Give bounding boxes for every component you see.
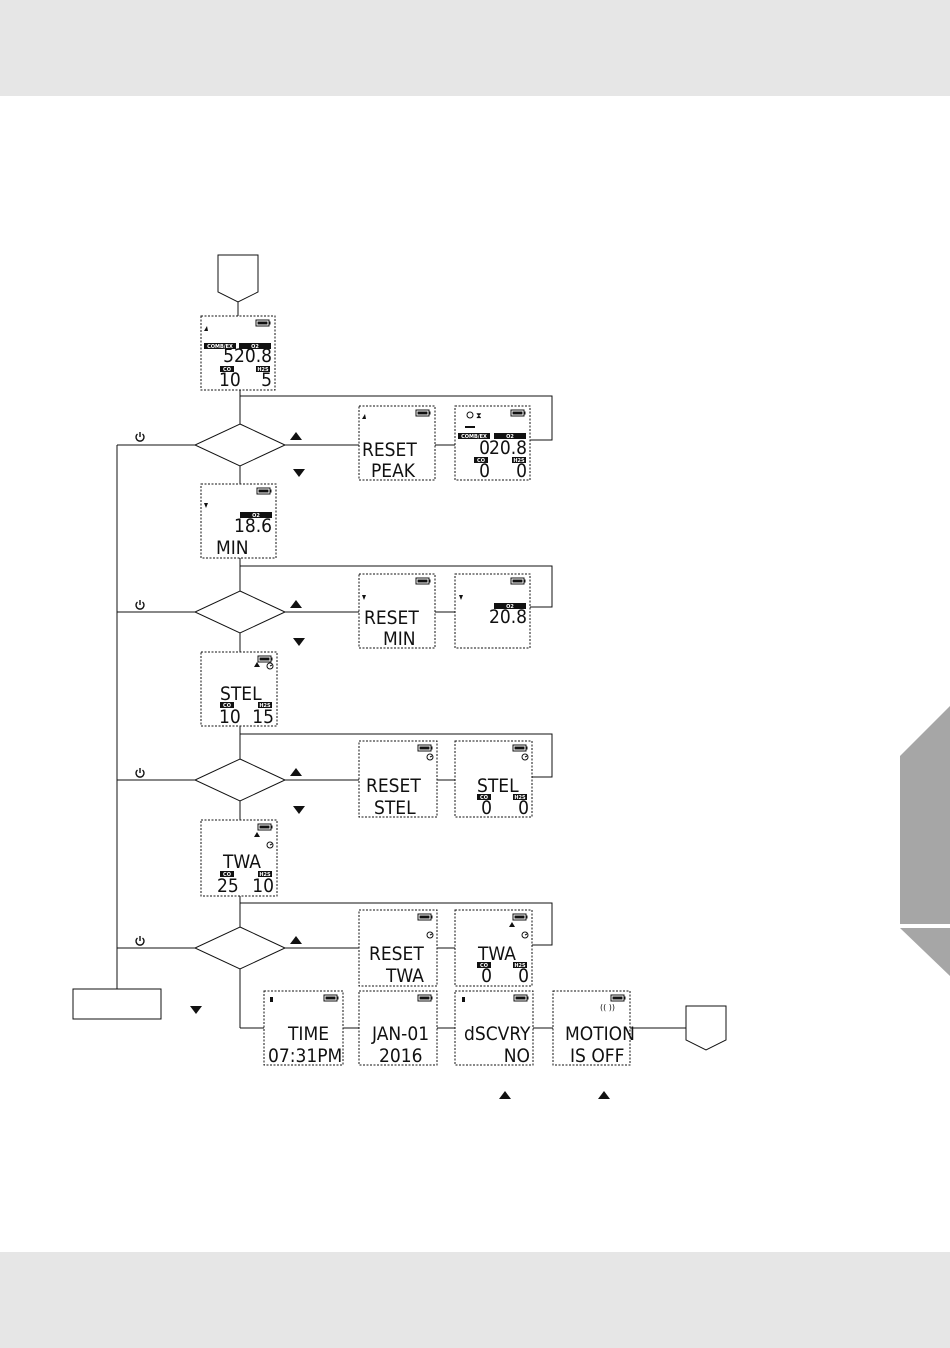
reset-twa-line1: RESET xyxy=(369,943,424,965)
reset-stel-line1: RESET xyxy=(366,775,421,797)
down-arrow-icon xyxy=(293,806,305,814)
reset-min-line2: MIN xyxy=(383,628,416,650)
o2-value: 20.8 xyxy=(489,437,527,459)
h2s-value: 15 xyxy=(252,706,274,728)
min-label: MIN xyxy=(216,537,249,559)
end-connector xyxy=(686,1006,726,1050)
start-connector xyxy=(218,255,258,302)
small-battery-icon xyxy=(270,997,273,1002)
power-icon xyxy=(136,600,144,609)
up-arrow-icon xyxy=(499,1091,511,1099)
reset-peak-line2: PEAK xyxy=(371,460,416,482)
lcd-peak-cleared: ⧗COMB/EXO2020.8COH2S00 xyxy=(455,406,530,482)
down-arrow-icon xyxy=(293,638,305,646)
combex-value: 5 xyxy=(223,345,234,367)
co-value: 0 xyxy=(481,965,492,987)
decision-diamond xyxy=(195,591,285,633)
o2-value: 18.6 xyxy=(234,515,272,537)
reset-peak-line1: RESET xyxy=(362,439,417,461)
return-box xyxy=(73,989,161,1019)
o2-value: 20.8 xyxy=(489,606,527,628)
co-value: 25 xyxy=(217,875,239,897)
h2s-value: 0 xyxy=(516,460,527,482)
reset-min-line1: RESET xyxy=(364,607,419,629)
date-line2: 2016 xyxy=(379,1045,423,1067)
stel-title: STEL xyxy=(220,683,262,705)
co-value: 0 xyxy=(481,797,492,819)
down-arrow-icon xyxy=(190,1006,202,1014)
up-arrow-icon xyxy=(598,1091,610,1099)
lcd-twa-cleared: TWACOH2S00 xyxy=(455,910,532,987)
time-line1: TIME xyxy=(287,1023,329,1045)
lcd-main-readings: COMB/EXO2520.8COH2S105 xyxy=(201,316,275,391)
motion-line1: MOTION xyxy=(565,1023,635,1045)
decision-diamond xyxy=(195,759,285,801)
time-line2: 07:31PM xyxy=(268,1045,342,1067)
co-value: 10 xyxy=(219,706,241,728)
up-arrow-icon xyxy=(290,600,302,608)
co-value: 0 xyxy=(479,460,490,482)
small-battery-icon xyxy=(462,997,465,1002)
power-icon xyxy=(136,768,144,777)
up-arrow-icon xyxy=(290,768,302,776)
h2s-value: 0 xyxy=(518,797,529,819)
motion-line2: IS OFF xyxy=(570,1045,624,1067)
date-line1: JAN-01 xyxy=(371,1023,429,1045)
co-value: 10 xyxy=(219,369,241,391)
lcd-reset-twa: RESETTWA xyxy=(359,910,437,987)
decision-diamond xyxy=(195,424,285,466)
hourglass-icon: ⧗ xyxy=(476,411,482,420)
up-arrow-icon xyxy=(290,432,302,440)
lcd-stel-cleared: STELCOH2S00 xyxy=(455,741,532,819)
discovery-line1: dSCVRY xyxy=(464,1023,531,1045)
power-icon xyxy=(136,936,144,945)
reset-stel-line2: STEL xyxy=(374,797,416,819)
h2s-value: 5 xyxy=(261,369,272,391)
vibrate-icon: (( )) xyxy=(600,1003,615,1012)
h2s-value: 10 xyxy=(252,875,274,897)
up-arrow-icon xyxy=(290,936,302,944)
down-arrow-icon xyxy=(293,469,305,477)
twa-title: TWA xyxy=(222,851,261,873)
lcd-motion: (( )) MOTIONIS OFF xyxy=(553,991,635,1067)
decision-diamond xyxy=(195,927,285,969)
discovery-line2: NO xyxy=(504,1045,530,1067)
o2-value: 20.8 xyxy=(234,345,272,367)
reset-twa-line2: TWA xyxy=(385,965,424,987)
twa-title: TWA xyxy=(477,943,516,965)
power-icon xyxy=(136,432,144,441)
stel-title: STEL xyxy=(477,775,519,797)
h2s-value: 0 xyxy=(518,965,529,987)
